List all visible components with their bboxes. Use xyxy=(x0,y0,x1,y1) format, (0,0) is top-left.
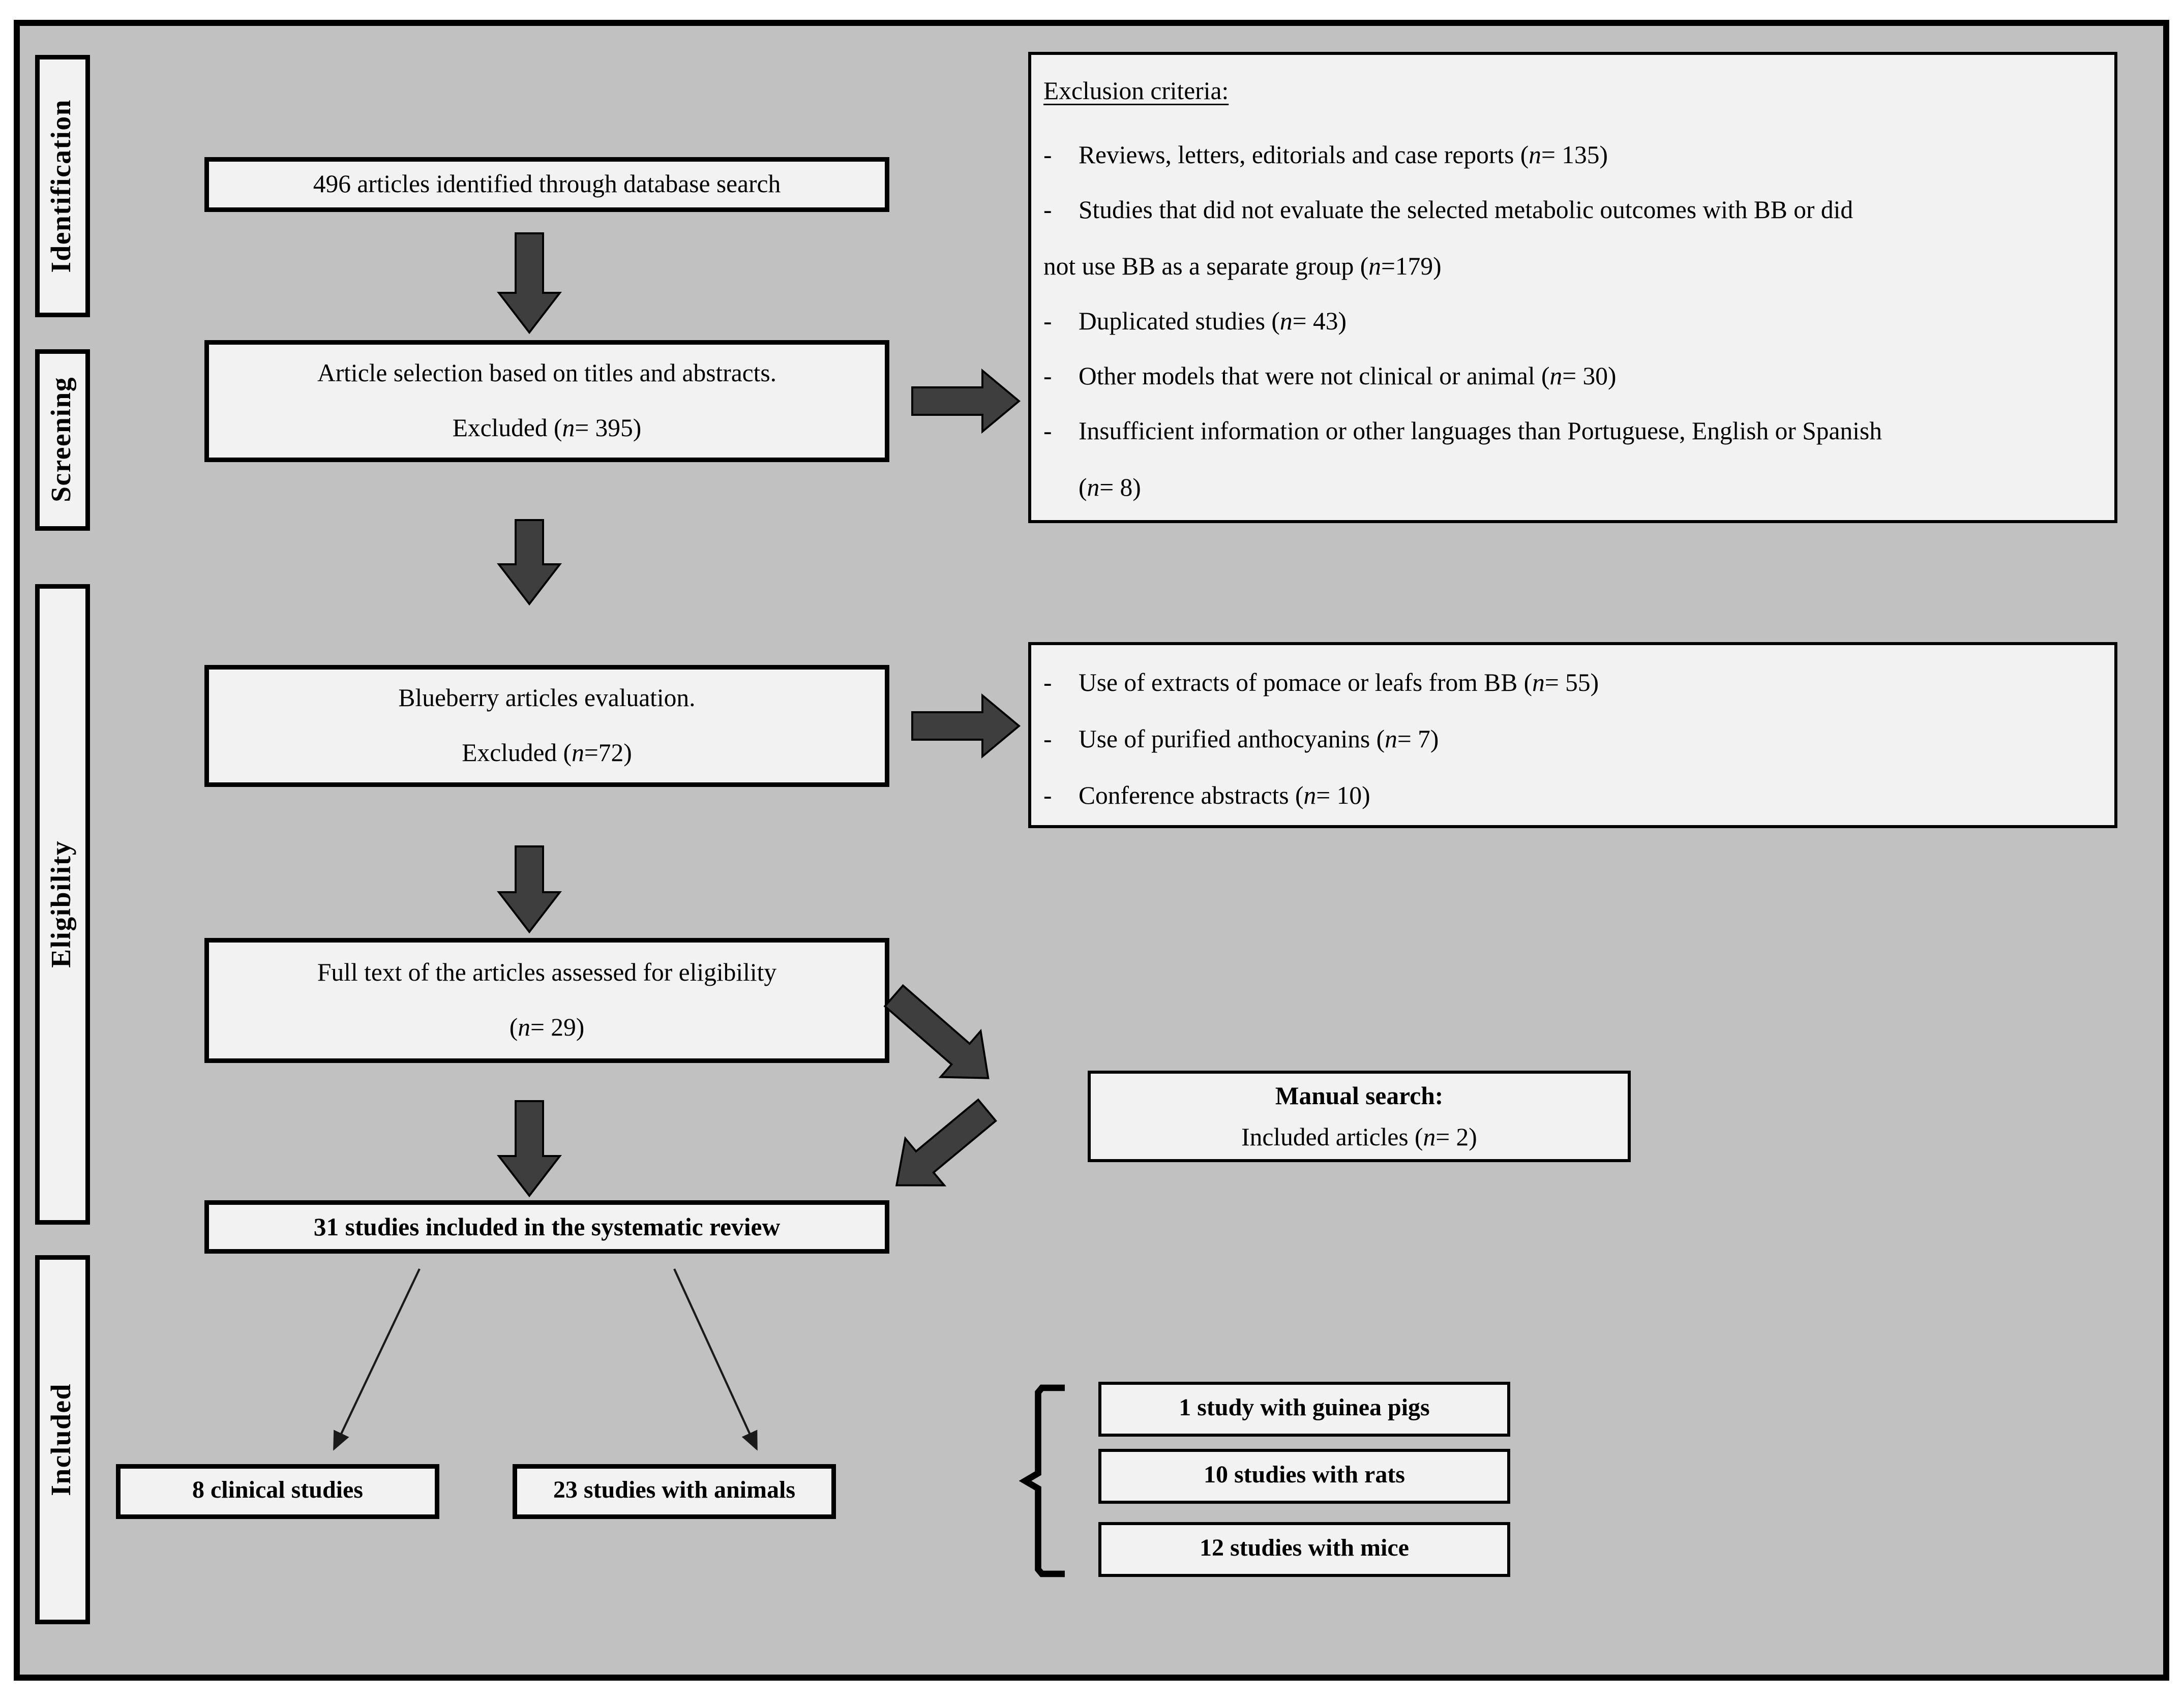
box-title-abstract-selection: Article selection based on titles and ab… xyxy=(204,340,889,462)
exclusion-item-continuation: not use BB as a separate group (n=179) xyxy=(1043,251,1442,280)
evaluation-item: Conference abstracts (n= 10) xyxy=(1043,767,2105,824)
mouse-studies-text: 12 studies with mice xyxy=(1199,1536,1409,1562)
stage-included-label: Included xyxy=(46,1383,77,1496)
fulltext-line2: (n= 29) xyxy=(509,1013,585,1042)
box-clinical-studies: 8 clinical studies xyxy=(116,1464,439,1519)
box-identified-text: 496 articles identified through database… xyxy=(313,169,781,198)
stage-identification-label: Identification xyxy=(46,99,77,273)
box-guinea-pig-studies: 1 study with guinea pigs xyxy=(1098,1382,1510,1437)
exclusion-item: Duplicated studies (n= 43) xyxy=(1043,294,2105,350)
stage-eligibility: Eligibility xyxy=(35,584,90,1225)
selection-line1: Article selection based on titles and ab… xyxy=(317,358,777,387)
box-animal-studies: 23 studies with animals xyxy=(513,1464,836,1519)
guinea-pig-studies-text: 1 study with guinea pigs xyxy=(1179,1395,1430,1421)
selection-line2: Excluded (n= 395) xyxy=(452,413,642,442)
evaluation-item: Use of extracts of pomace or leafs from … xyxy=(1043,654,2105,711)
blueberry-line2: Excluded (n=72) xyxy=(462,738,632,767)
evaluation-item: Use of purified anthocyanins (n= 7) xyxy=(1043,711,2105,767)
box-mouse-studies: 12 studies with mice xyxy=(1098,1522,1510,1577)
stage-eligibility-label: Eligibility xyxy=(46,840,77,968)
box-exclusion-criteria: Exclusion criteria: Reviews, letters, ed… xyxy=(1028,52,2117,523)
stage-screening-label: Screening xyxy=(46,377,77,503)
box-fulltext-assessed: Full text of the articles assessed for e… xyxy=(204,938,889,1063)
clinical-studies-text: 8 clinical studies xyxy=(192,1478,363,1504)
box-blueberry-evaluation: Blueberry articles evaluation. Excluded … xyxy=(204,665,889,787)
blueberry-line1: Blueberry articles evaluation. xyxy=(398,683,696,712)
exclusion-item: Insufficient information or other langua… xyxy=(1043,405,2105,461)
box-included-review: 31 studies included in the systematic re… xyxy=(204,1200,889,1254)
exclusion-criteria-title: Exclusion criteria: xyxy=(1043,76,1229,105)
box-rat-studies: 10 studies with rats xyxy=(1098,1449,1510,1504)
manual-search-line1: Manual search: xyxy=(1275,1081,1444,1110)
animal-studies-text: 23 studies with animals xyxy=(553,1478,796,1504)
fulltext-line1: Full text of the articles assessed for e… xyxy=(317,958,777,987)
stage-screening: Screening xyxy=(35,349,90,531)
stage-included: Included xyxy=(35,1255,90,1624)
exclusion-item-continuation: (n= 8) xyxy=(1079,472,1141,502)
stage-identification: Identification xyxy=(35,55,90,317)
rat-studies-text: 10 studies with rats xyxy=(1203,1463,1405,1489)
box-manual-search: Manual search: Included articles (n= 2) xyxy=(1088,1071,1631,1162)
exclusion-item: Reviews, letters, editorials and case re… xyxy=(1043,128,2105,184)
manual-search-line2: Included articles (n= 2) xyxy=(1241,1122,1477,1151)
included-review-text: 31 studies included in the systematic re… xyxy=(313,1211,781,1241)
exclusion-item: Studies that did not evaluate the select… xyxy=(1043,184,2105,239)
box-identified: 496 articles identified through database… xyxy=(204,157,889,212)
box-evaluation-exclusions: Use of extracts of pomace or leafs from … xyxy=(1028,642,2117,828)
exclusion-item: Other models that were not clinical or a… xyxy=(1043,350,2105,406)
